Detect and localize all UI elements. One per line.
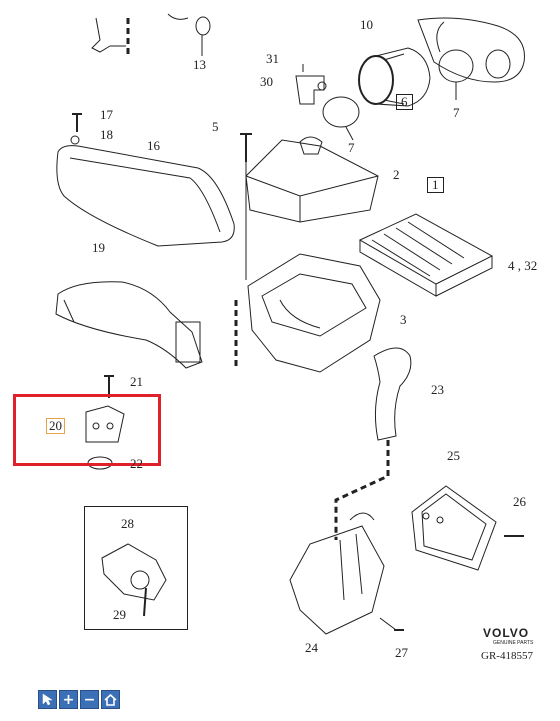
callout-6[interactable]: 6: [396, 94, 413, 110]
callout-22[interactable]: 22: [130, 456, 143, 471]
callout-17[interactable]: 17: [100, 107, 113, 122]
filter-housing: [247, 253, 381, 373]
highlight-frame: [13, 394, 161, 466]
zoom-in-button[interactable]: +: [59, 690, 78, 709]
intake-hose: [417, 17, 525, 83]
callout-2[interactable]: 2: [393, 167, 400, 182]
diagram-code: GR-418557: [481, 650, 533, 662]
callout-19[interactable]: 19: [92, 240, 105, 255]
filter-element: [358, 213, 494, 297]
brand-subtitle: GENUINE PARTS: [493, 640, 534, 646]
callout-5[interactable]: 5: [212, 119, 219, 134]
side-panel: [411, 485, 497, 571]
sensor: [295, 64, 327, 105]
callout-16[interactable]: 16: [147, 138, 160, 153]
brand-logo: VOLVO: [483, 626, 530, 640]
lower-hose: [373, 347, 412, 441]
callout-29[interactable]: 29: [113, 607, 126, 622]
callout-10[interactable]: 10: [360, 17, 373, 32]
callout-4-32[interactable]: 4 , 32: [508, 258, 538, 273]
bracket: [85, 405, 125, 443]
minus-icon: −: [83, 691, 96, 708]
callout-31[interactable]: 31: [266, 51, 279, 66]
callout-28[interactable]: 28: [121, 516, 134, 531]
callout-26[interactable]: 26: [513, 494, 526, 509]
air-duct: [55, 281, 203, 369]
callout-13[interactable]: 13: [193, 57, 206, 72]
callout-25[interactable]: 25: [447, 448, 460, 463]
resonator-hose: [358, 47, 431, 107]
callout-27[interactable]: 27: [395, 645, 408, 660]
home-button[interactable]: [101, 690, 120, 709]
home-icon: [104, 693, 117, 706]
cursor-icon[interactable]: [38, 690, 57, 709]
callout-18[interactable]: 18: [100, 127, 113, 142]
parts-diagram: [55, 13, 525, 635]
callout-3[interactable]: 3: [400, 312, 407, 327]
callout-21[interactable]: 21: [130, 374, 143, 389]
zoom-toolbar: + −: [38, 690, 120, 709]
inset-frame: [84, 506, 188, 630]
clamp: [322, 96, 360, 128]
ring-part: [167, 13, 211, 56]
callout-20[interactable]: 20: [46, 418, 65, 434]
engine-cover: [56, 145, 235, 247]
callout-30[interactable]: 30: [260, 74, 273, 89]
callout-7-top[interactable]: 7: [453, 105, 460, 120]
zoom-out-button[interactable]: −: [80, 690, 99, 709]
callout-7-mid[interactable]: 7: [348, 140, 355, 155]
lower-box: [289, 512, 385, 635]
filter-cover: [245, 136, 379, 223]
callout-24[interactable]: 24: [305, 640, 318, 655]
throttle-part: [101, 543, 167, 617]
callout-1[interactable]: 1: [427, 177, 444, 193]
clamp: [438, 49, 474, 83]
callout-23[interactable]: 23: [431, 382, 444, 397]
top-left-part: [91, 17, 130, 58]
plus-icon: +: [62, 691, 75, 708]
